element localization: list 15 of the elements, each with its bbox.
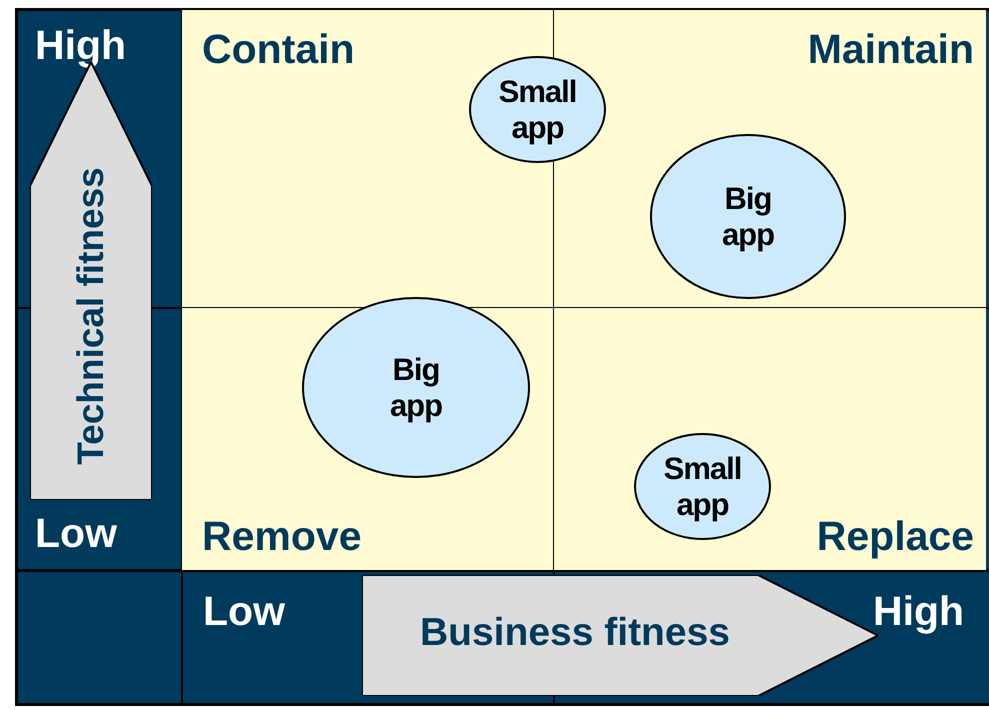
- axis-level-label: Low: [35, 510, 117, 557]
- app-label: Small app: [498, 74, 578, 146]
- axis-level-label: High: [35, 22, 126, 69]
- axis-title: Business fitness: [420, 611, 730, 655]
- app-label: Big app: [720, 180, 776, 252]
- axis-level-label: High: [873, 588, 964, 635]
- app-label: Small app: [662, 450, 742, 522]
- quadrant-title: Remove: [202, 513, 362, 560]
- quadrant-cell: [554, 308, 986, 570]
- axis-level-label: Low: [203, 588, 285, 635]
- quadrant-title: Maintain: [808, 26, 974, 73]
- app-label: Big app: [388, 352, 444, 424]
- axis-title: Technical fitness: [70, 167, 112, 465]
- quadrant-title: Replace: [816, 513, 974, 560]
- quadrant-title: Contain: [202, 26, 355, 73]
